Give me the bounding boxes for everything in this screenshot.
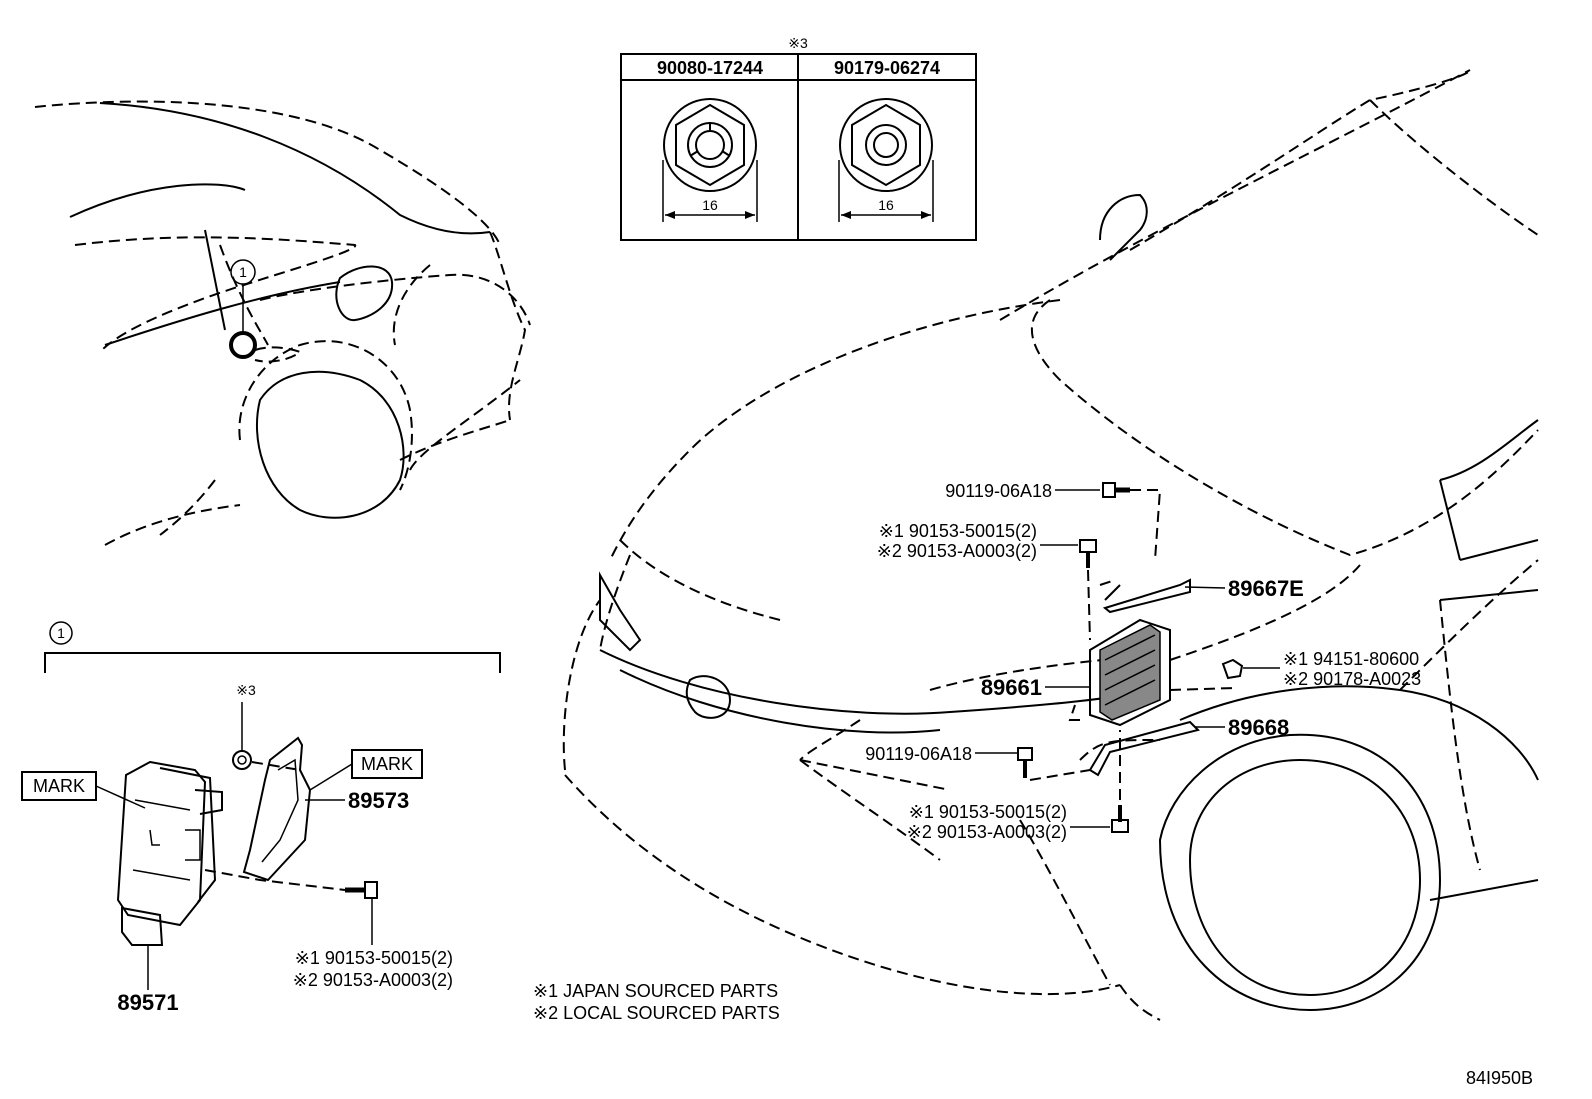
label-bolt-bottom-local: ※2 90153-A0003(2) xyxy=(907,822,1067,842)
table-col2-dimension: 16 xyxy=(878,197,894,213)
bolt-mid-icon xyxy=(1017,747,1033,778)
label-inset-bolt-japan: ※1 90153-50015(2) xyxy=(295,948,453,968)
bracket-89667E-icon xyxy=(1102,578,1191,614)
label-bolt-top-local: ※2 90153-A0003(2) xyxy=(877,541,1037,561)
figure-id: 84I950B xyxy=(1466,1068,1533,1088)
table-marker: ※3 xyxy=(788,35,808,51)
table-col2-part-number: 90179-06274 xyxy=(834,58,940,78)
label-inset-bolt-local: ※2 90153-A0003(2) xyxy=(293,970,453,990)
label-part-89571: 89571 xyxy=(117,990,178,1015)
label-part-89668: 89668 xyxy=(1228,715,1289,740)
label-bolt-top: 90119-06A18 xyxy=(945,481,1052,501)
sensor-module-89571-icon xyxy=(116,760,223,946)
nut-90179-06274-icon xyxy=(838,98,934,222)
nut-spec-table xyxy=(620,53,977,241)
label-bolt-top-japan: ※1 90153-50015(2) xyxy=(879,521,1037,541)
bracket-89573-icon xyxy=(242,736,312,882)
front-car-sketch xyxy=(562,69,1539,1021)
label-nut-japan: ※1 94151-80600 xyxy=(1283,649,1419,669)
label-part-89573: 89573 xyxy=(348,788,409,813)
inset-bolt-icon xyxy=(345,881,378,899)
ecu-89661-icon xyxy=(1089,618,1171,727)
bolt-upper-icon xyxy=(1079,539,1097,568)
inset-detail xyxy=(21,621,501,990)
label-bolt-mid: 90119-06A18 xyxy=(865,744,972,764)
nut-right-icon xyxy=(1221,658,1244,680)
callout-circle-1-bottom: 1 xyxy=(57,625,65,641)
main-assembly xyxy=(975,482,1280,833)
bolt-bottom-icon xyxy=(1111,805,1129,833)
rear-car-sketch xyxy=(34,100,531,546)
bracket-89668-icon xyxy=(1088,720,1200,777)
label-mark-left: MARK xyxy=(33,776,85,796)
callout-circle-1-top: 1 xyxy=(239,264,247,280)
label-bolt-bottom-japan: ※1 90153-50015(2) xyxy=(909,802,1067,822)
legend-japan-sourced: ※1 JAPAN SOURCED PARTS xyxy=(533,981,778,1001)
legend-local-sourced: ※2 LOCAL SOURCED PARTS xyxy=(533,1003,780,1023)
label-part-89661: 89661 xyxy=(981,675,1042,700)
label-part-89667E: 89667E xyxy=(1228,576,1304,601)
label-mark-right: MARK xyxy=(361,754,413,774)
bolt-top-icon xyxy=(1102,482,1130,498)
inset-nut-icon xyxy=(232,750,252,770)
table-col1-dimension: 16 xyxy=(702,197,718,213)
table-col1-part-number: 90080-17244 xyxy=(657,58,763,78)
label-nut-local: ※2 90178-A0023 xyxy=(1283,669,1421,689)
nut-90080-17244-icon xyxy=(662,98,758,222)
label-inset-marker3: ※3 xyxy=(236,682,256,698)
